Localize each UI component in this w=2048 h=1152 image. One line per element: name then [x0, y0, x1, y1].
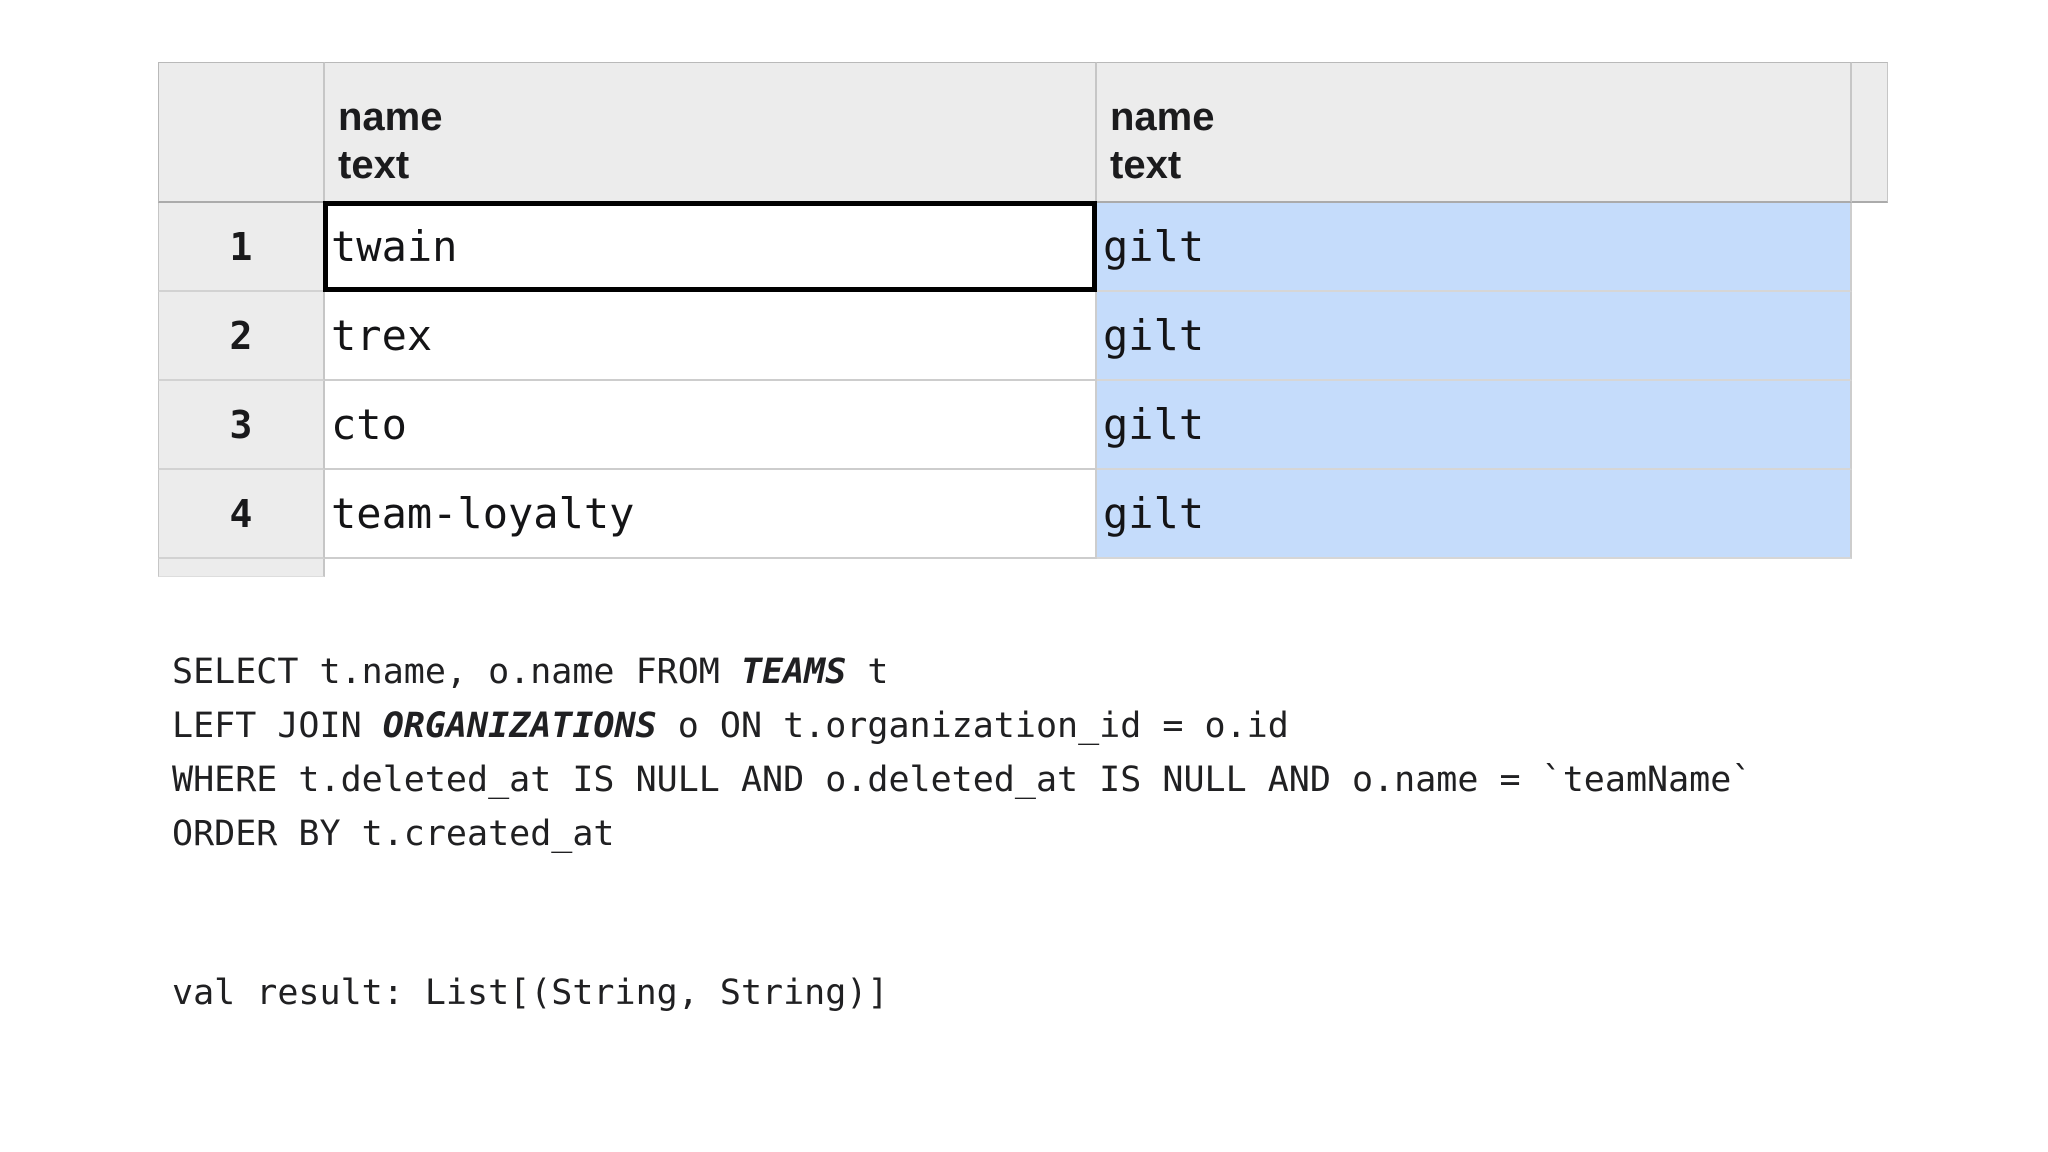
sql-line: SELECT t.name, o.name FROM TEAMS t — [172, 652, 889, 692]
sql-query: SELECT t.name, o.name FROM TEAMS t LEFT J… — [172, 645, 1752, 861]
right-filler — [1852, 203, 1888, 292]
column-2-type: text — [1110, 143, 1182, 187]
corner-header[interactable] — [158, 62, 325, 203]
right-filler — [1852, 381, 1888, 470]
row-number-header[interactable]: 4 — [158, 470, 325, 559]
column-header-2[interactable]: name text — [1097, 62, 1852, 203]
row-number-stub — [158, 559, 325, 577]
table-cell[interactable]: twain — [323, 201, 1097, 292]
sql-line: ORDER BY t.created_at — [172, 814, 615, 854]
header-filler — [1852, 62, 1888, 203]
bottom-filler — [325, 559, 1888, 577]
table-cell[interactable]: trex — [325, 292, 1097, 381]
table-cell[interactable]: gilt — [1097, 381, 1852, 470]
table-cell[interactable]: team-loyalty — [325, 470, 1097, 559]
column-2-name: name — [1110, 95, 1215, 139]
scala-result-line: val result: List[(String, String)] — [172, 973, 889, 1013]
right-filler — [1852, 292, 1888, 381]
row-number-header[interactable]: 3 — [158, 381, 325, 470]
sql-line: WHERE t.deleted_at IS NULL AND o.deleted… — [172, 760, 1753, 800]
column-1-type: text — [338, 143, 410, 187]
table-cell[interactable]: gilt — [1097, 470, 1852, 559]
column-1-name: name — [338, 95, 443, 139]
row-number-header[interactable]: 1 — [158, 203, 325, 292]
row-number-header[interactable]: 2 — [158, 292, 325, 381]
column-header-1[interactable]: name text — [325, 62, 1097, 203]
table-cell[interactable]: cto — [325, 381, 1097, 470]
table-cell[interactable]: gilt — [1097, 292, 1852, 381]
table-cell[interactable]: gilt — [1097, 203, 1852, 292]
sql-line: LEFT JOIN ORGANIZATIONS o ON t.organizat… — [172, 706, 1289, 746]
right-filler — [1852, 470, 1888, 559]
